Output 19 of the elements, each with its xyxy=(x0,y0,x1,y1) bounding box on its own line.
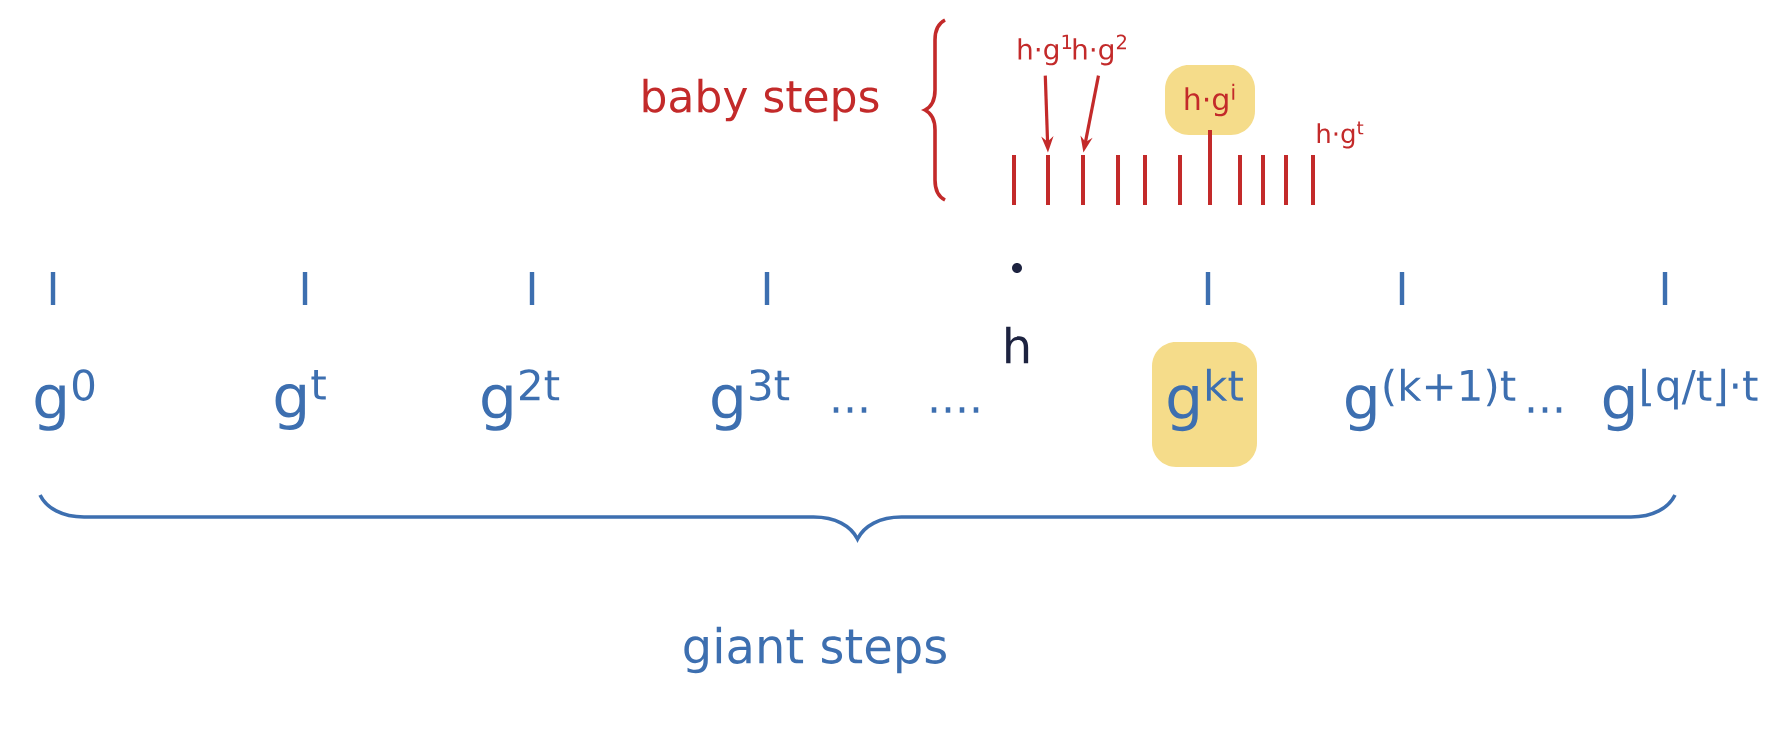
math-label: g$^{⌊q/t⌋·t}$ xyxy=(1603,368,1758,432)
math-label: g$^{t}$ xyxy=(275,370,326,430)
math-label: g$^{(k+1)t}$ xyxy=(1346,368,1516,432)
math-label: ... xyxy=(833,407,867,413)
math-label: g$^{0}$ xyxy=(35,369,95,431)
step-label: h·g$^{2}$ xyxy=(1073,34,1126,66)
math-label: ... xyxy=(1528,407,1562,413)
math-label: g$^{2t}$ xyxy=(482,369,560,431)
step-label: h·g$^{1}$ xyxy=(1018,34,1072,66)
math-label: .... xyxy=(931,407,979,413)
heading-label: baby steps xyxy=(643,78,879,122)
math-label: g$^{3t}$ xyxy=(712,369,790,431)
math-label: h·g$^{t}$ xyxy=(1317,121,1364,149)
math-label: h·g$^{i}$ xyxy=(1185,83,1235,117)
math-label: g$^{kt}$ xyxy=(1168,368,1243,432)
heading-label: giant steps xyxy=(684,626,946,674)
math-label: h xyxy=(1006,326,1029,364)
tick-mark xyxy=(1081,155,1085,205)
tick-mark xyxy=(1046,155,1050,205)
